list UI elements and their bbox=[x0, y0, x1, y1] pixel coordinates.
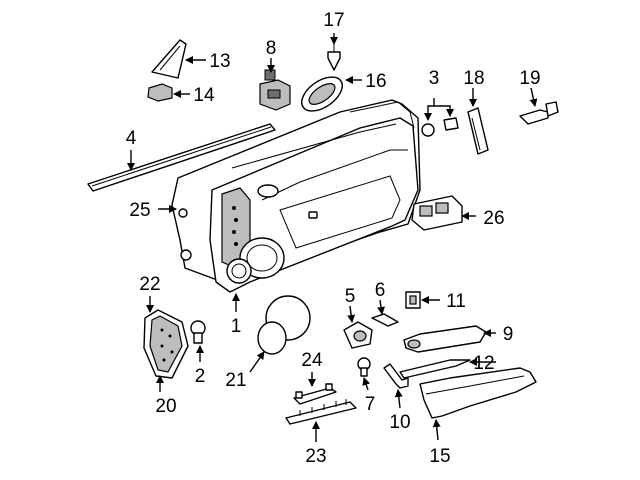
handle-bezel-part bbox=[301, 76, 343, 112]
callout-1: 1 bbox=[231, 316, 242, 337]
callout-7: 7 bbox=[365, 394, 376, 415]
callout-22: 22 bbox=[139, 274, 160, 295]
callout-13: 13 bbox=[209, 51, 230, 72]
screw-part bbox=[519, 101, 559, 125]
callout-14: 14 bbox=[193, 85, 215, 106]
fastener-part bbox=[190, 320, 206, 344]
mirror-cover-part bbox=[151, 39, 187, 79]
callout-6: 6 bbox=[375, 280, 386, 301]
callout-10: 10 bbox=[389, 412, 410, 433]
callout-26: 26 bbox=[483, 208, 504, 229]
bracket-part bbox=[467, 107, 489, 155]
handle-insert-part bbox=[371, 313, 399, 327]
callout-11: 11 bbox=[446, 291, 466, 312]
lower-trim-part bbox=[419, 367, 537, 419]
speaker-cover-part bbox=[257, 295, 311, 355]
callout-labels: 1 2 3 4 5 6 7 8 9 10 11 12 13 14 15 16 1… bbox=[126, 10, 541, 467]
cap-part bbox=[421, 117, 459, 137]
inner-handle-part bbox=[343, 321, 373, 349]
armrest-pull-part bbox=[403, 325, 487, 353]
callout-2: 2 bbox=[195, 366, 206, 387]
long-screw-part bbox=[383, 363, 409, 389]
callout-23: 23 bbox=[305, 446, 326, 467]
push-clip-part bbox=[327, 44, 341, 71]
callout-20: 20 bbox=[155, 396, 176, 417]
callout-9: 9 bbox=[503, 324, 514, 345]
callout-15: 15 bbox=[429, 446, 450, 467]
callout-25: 25 bbox=[129, 200, 150, 221]
callout-16: 16 bbox=[365, 71, 386, 92]
callout-4: 4 bbox=[126, 128, 137, 149]
clip-plate-part bbox=[405, 291, 421, 309]
knob-part bbox=[357, 357, 371, 377]
trim-strip-part bbox=[399, 359, 471, 379]
callout-5: 5 bbox=[345, 286, 356, 307]
callout-19: 19 bbox=[519, 68, 540, 89]
callout-17: 17 bbox=[323, 10, 344, 31]
callout-18: 18 bbox=[463, 68, 484, 89]
clip-strip-part bbox=[285, 399, 357, 425]
door-trim-panel-part bbox=[209, 117, 419, 293]
callout-3: 3 bbox=[429, 68, 440, 89]
callout-24: 24 bbox=[301, 350, 323, 371]
callout-21: 21 bbox=[225, 370, 246, 391]
speaker-grille-part bbox=[143, 309, 189, 379]
switch-assembly-part bbox=[411, 195, 463, 231]
mirror-seal-part bbox=[147, 83, 173, 102]
callout-8: 8 bbox=[266, 38, 277, 59]
belt-molding-part bbox=[87, 123, 276, 192]
window-switch-part bbox=[259, 69, 291, 111]
callout-12: 12 bbox=[473, 353, 494, 374]
leader-lines bbox=[127, 33, 538, 442]
retainer-clip-part bbox=[293, 383, 337, 405]
